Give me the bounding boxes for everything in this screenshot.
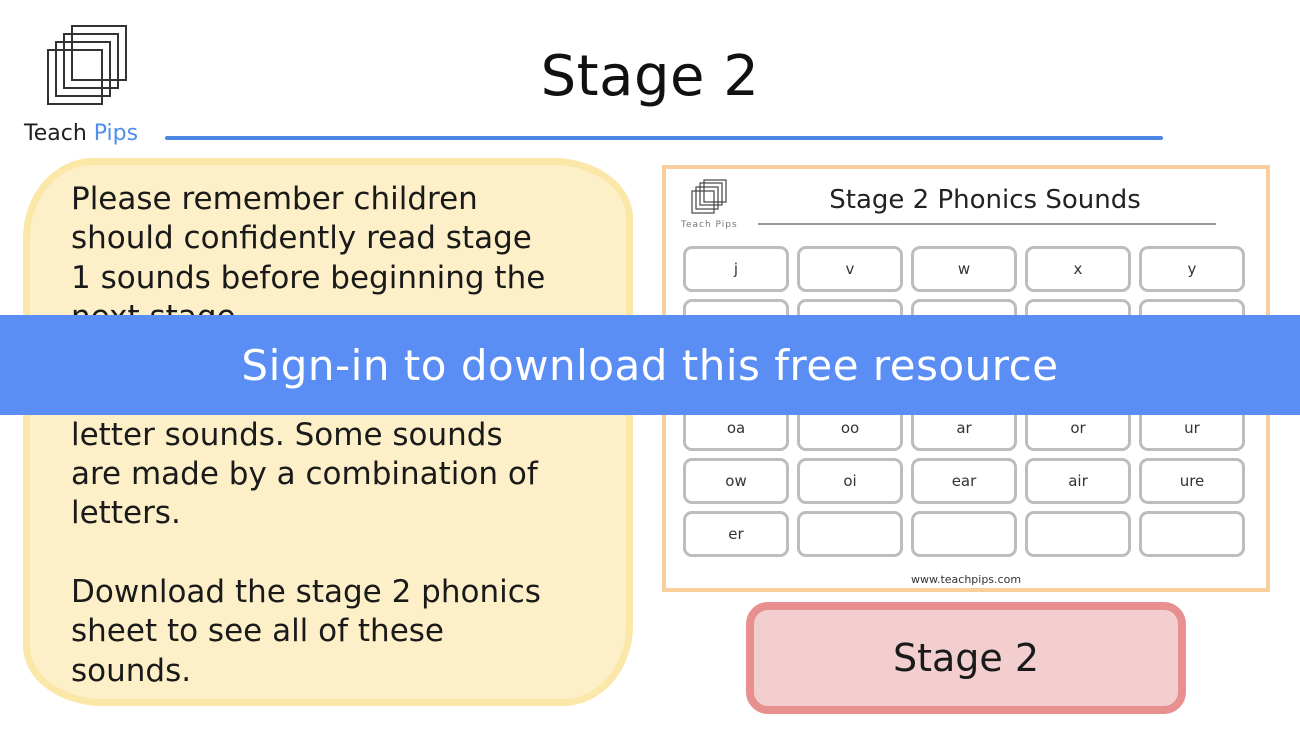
sound-cell xyxy=(1139,511,1245,557)
sound-cell: er xyxy=(683,511,789,557)
sound-cell xyxy=(911,511,1017,557)
sound-cell: oi xyxy=(797,458,903,504)
sound-cell xyxy=(797,511,903,557)
brand-name: Teach Pips xyxy=(24,121,138,146)
worksheet-title: Stage 2 Phonics Sounds xyxy=(829,185,1141,215)
sound-cell: y xyxy=(1139,246,1245,292)
sound-cell: v xyxy=(797,246,903,292)
page-title: Stage 2 xyxy=(540,44,760,109)
teach-pips-logo-icon xyxy=(44,24,130,108)
info-callout-text: Please remember children should confiden… xyxy=(71,181,546,689)
info-callout xyxy=(23,158,633,706)
sound-cell: w xyxy=(911,246,1017,292)
sign-in-download-banner[interactable]: Sign-in to download this free resource xyxy=(0,315,1300,415)
stage-2-button[interactable]: Stage 2 xyxy=(746,602,1186,714)
sound-cell: ow xyxy=(683,458,789,504)
sound-cell: j xyxy=(683,246,789,292)
brand-name-part2: Pips xyxy=(93,121,139,146)
sound-cell: ure xyxy=(1139,458,1245,504)
worksheet-logo-icon xyxy=(690,179,728,215)
worksheet-title-underline xyxy=(758,223,1216,225)
title-underline xyxy=(165,136,1163,140)
sound-cell xyxy=(1025,511,1131,557)
worksheet-footer-url: www.teachpips.com xyxy=(910,573,1022,586)
sound-cell: air xyxy=(1025,458,1131,504)
sound-cell: x xyxy=(1025,246,1131,292)
sound-cell: ear xyxy=(911,458,1017,504)
worksheet-brand: Teach Pips xyxy=(681,220,738,230)
brand-name-part1: Teach xyxy=(24,121,87,146)
